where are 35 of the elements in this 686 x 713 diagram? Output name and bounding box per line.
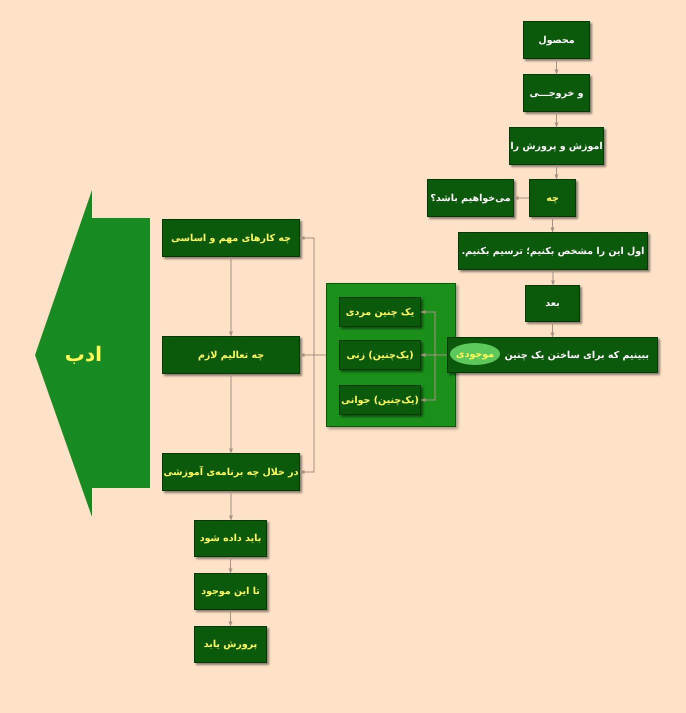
process-box: می‌خواهیم باشد؟	[427, 179, 514, 217]
process-box: محصول	[523, 21, 590, 59]
process-box: و خروجـــی	[523, 74, 590, 112]
process-box: بعد	[525, 285, 580, 322]
arrow	[554, 112, 558, 128]
arrow	[514, 196, 530, 200]
arrow-label: ادب	[64, 342, 102, 366]
arrow	[554, 58, 558, 74]
process-box: چه تعالیم لازم	[162, 336, 300, 374]
arrow	[228, 556, 232, 574]
arrow	[229, 490, 233, 520]
process-box: (یک‌چنین) زنی	[339, 340, 421, 370]
arrow	[420, 354, 448, 402]
panel	[326, 283, 456, 427]
process-box: پرورش یابد	[194, 626, 267, 663]
highlight-ellipse: موجودی	[450, 343, 500, 365]
process-box: چه	[529, 179, 576, 217]
process-box: چه کارهای مهم و اساسی	[162, 219, 300, 257]
arrow	[550, 216, 554, 232]
process-box: باید داده شود	[194, 520, 267, 557]
process-box: یک چنین مردی	[339, 297, 421, 327]
arrow	[554, 164, 558, 180]
process-box: اموزش و پرورش را	[509, 127, 604, 165]
arrow	[551, 270, 555, 286]
text-label: ببینیم که برای ساختن یک چنین	[504, 350, 649, 360]
process-box: (یک‌چنین) جوانی	[339, 385, 421, 415]
process-box: تا این موجود	[194, 573, 267, 610]
process-box: اول این را مشخص بکنیم؛ ترسیم بکنیم.	[458, 232, 648, 270]
arrow	[550, 322, 554, 338]
process-box	[447, 337, 658, 373]
arrow	[229, 256, 233, 336]
arrow	[228, 610, 232, 626]
arrow	[300, 354, 326, 474]
process-box: در خلال چه برنامه‌ی آموزشی	[162, 453, 300, 491]
arrow	[229, 374, 233, 454]
